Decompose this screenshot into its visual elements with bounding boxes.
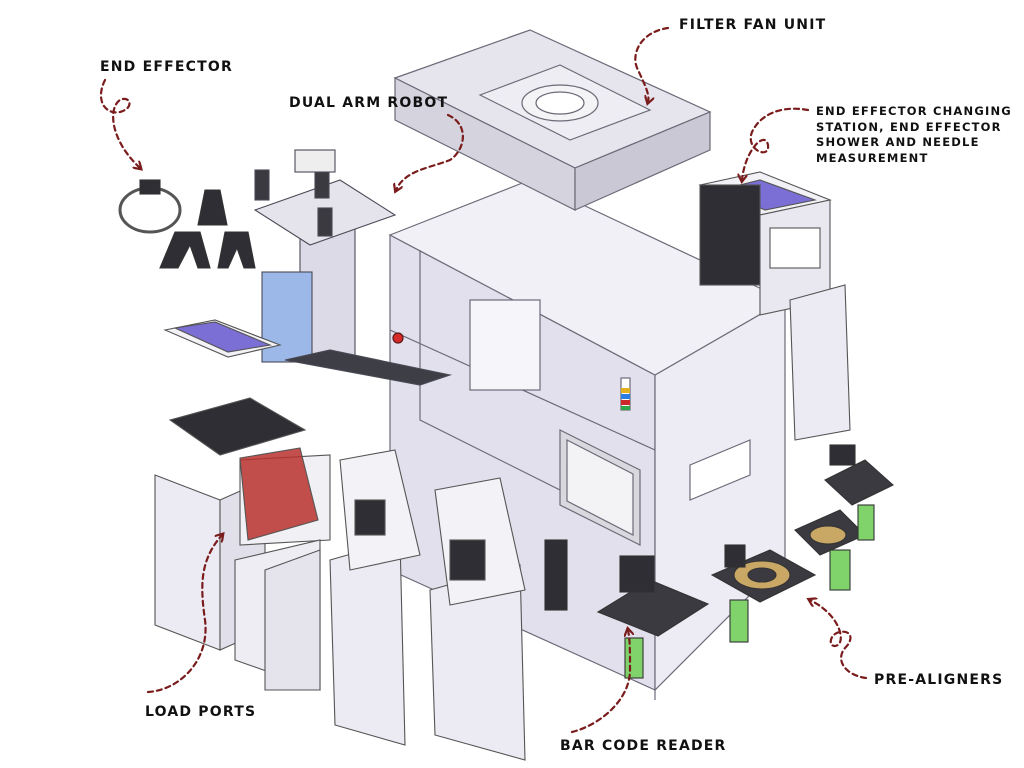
load-port-middle-1 xyxy=(329,449,421,746)
load-port-red xyxy=(154,447,331,691)
label-changing-station-line3: SHOWER AND NEEDLE xyxy=(816,135,980,149)
end-effector-tools xyxy=(118,179,256,269)
label-dual-arm-robot: DUAL ARM ROBOT xyxy=(289,95,449,111)
label-changing-station-line2: STATION, END EFFECTOR xyxy=(816,119,1002,134)
label-pre-aligners: PRE-ALIGNERS xyxy=(874,672,1004,688)
bar-code-reader xyxy=(544,539,710,679)
changing-station xyxy=(698,171,851,441)
label-end-effector: END EFFECTOR xyxy=(100,59,233,75)
arrow-changing-station xyxy=(742,107,810,180)
load-port-rear xyxy=(163,319,307,456)
load-port-middle-2 xyxy=(429,477,526,761)
callout-arrows xyxy=(99,26,868,734)
arrow-pre-aligners xyxy=(810,600,868,680)
arrow-filter-fan xyxy=(634,26,670,102)
label-bar-code-reader: BAR CODE READER xyxy=(560,738,727,754)
arrow-bar-code xyxy=(570,630,630,734)
arrow-dual-arm xyxy=(396,113,464,190)
label-changing-station: END EFFECTOR CHANGING STATION, END EFFEC… xyxy=(816,104,1012,166)
label-load-ports: LOAD PORTS xyxy=(145,704,257,720)
arrow-load-ports xyxy=(146,535,222,694)
label-changing-station-line4: MEASUREMENT xyxy=(816,150,929,165)
pre-aligner-middle xyxy=(794,509,866,591)
arrow-end-effector xyxy=(99,78,140,168)
pre-aligner-front xyxy=(710,544,817,643)
pre-aligner-rear xyxy=(824,444,894,541)
filter-fan-unit xyxy=(393,29,712,211)
label-filter-fan-unit: FILTER FAN UNIT xyxy=(679,17,827,33)
label-changing-station-line1: END EFFECTOR CHANGING xyxy=(816,104,1012,118)
